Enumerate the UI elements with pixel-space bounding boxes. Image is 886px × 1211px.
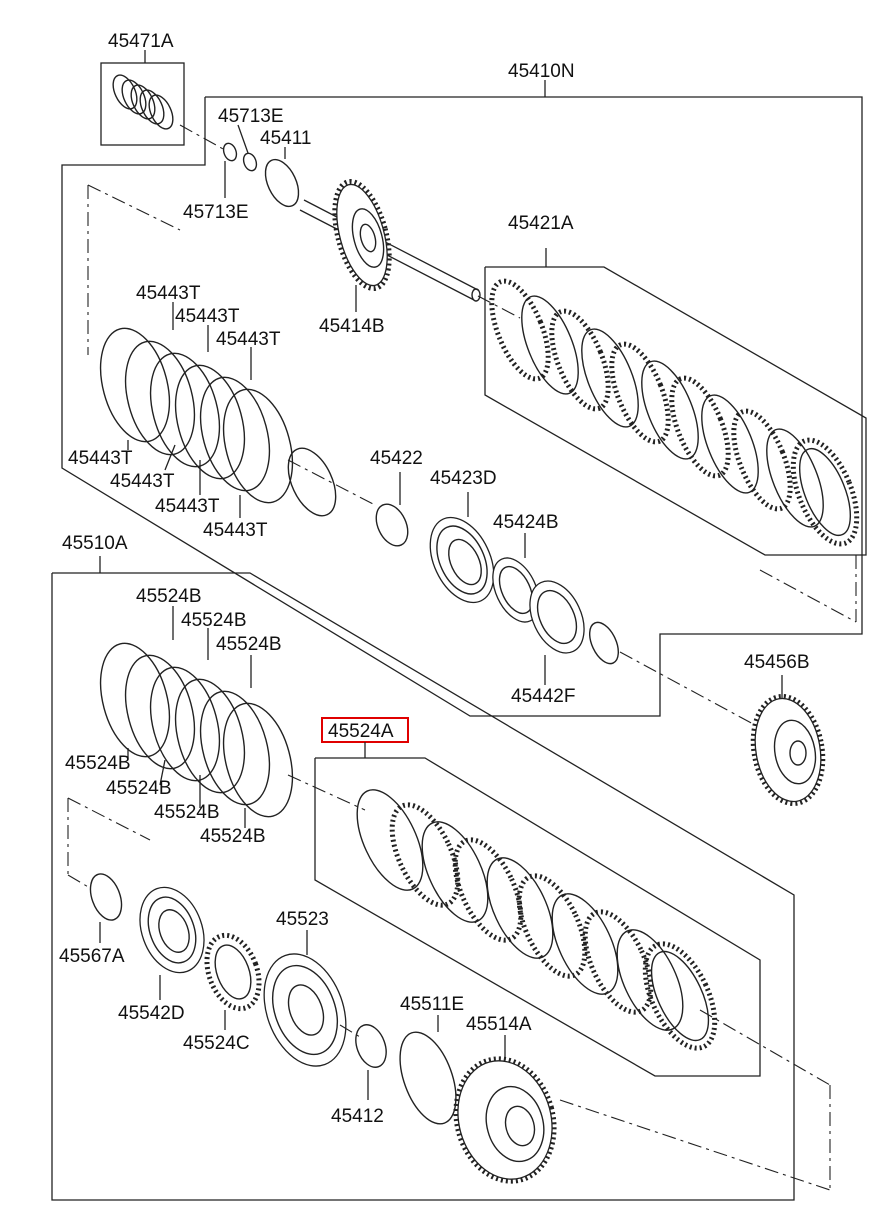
label-45443T-2: 45443T — [175, 306, 240, 327]
label-45524B-2: 45524B — [181, 610, 247, 631]
label-45443T-3: 45443T — [216, 329, 281, 350]
part-45511E-ring — [399, 1015, 457, 1125]
label-45443T-4: 45443T — [68, 448, 133, 469]
part-45424B-plate — [492, 533, 540, 623]
label-45524C: 45524C — [183, 1033, 250, 1054]
label-45524B-3: 45524B — [216, 634, 282, 655]
part-45422-rings — [287, 447, 409, 547]
part-45567A-ring — [89, 873, 123, 943]
label-45471A: 45471A — [108, 31, 174, 52]
label-45567A: 45567A — [59, 946, 125, 967]
part-45414B-shaft — [299, 179, 481, 312]
label-45510A: 45510A — [62, 533, 128, 554]
part-45713E-rings — [222, 124, 258, 198]
part-45412-ring — [355, 1024, 387, 1100]
part-45456B-drum — [750, 675, 826, 807]
label-45523: 45523 — [276, 909, 329, 930]
label-45524B-1: 45524B — [136, 586, 202, 607]
label-45443T-6: 45443T — [155, 496, 220, 517]
label-45424B: 45424B — [493, 512, 559, 533]
label-45524B-5: 45524B — [106, 778, 172, 799]
label-45412: 45412 — [331, 1106, 384, 1127]
label-45442F: 45442F — [511, 686, 575, 707]
part-45524C-spring-retainer — [204, 932, 262, 1030]
label-45443T-1: 45443T — [136, 283, 201, 304]
assembly-outline-45510A — [51, 556, 795, 1201]
label-45456B: 45456B — [744, 652, 810, 673]
label-45713E-top: 45713E — [218, 106, 284, 127]
label-45414B: 45414B — [319, 316, 385, 337]
label-45511E: 45511E — [400, 994, 464, 1015]
label-45524B-4: 45524B — [65, 753, 131, 774]
label-45423D: 45423D — [430, 468, 497, 489]
label-45443T-5: 45443T — [110, 471, 175, 492]
assembly-outline-45410N — [61, 80, 863, 717]
clutch-plates-45524A — [356, 789, 718, 1051]
part-45542D-piston — [139, 886, 205, 1000]
part-45524B-springs — [99, 606, 294, 828]
label-45443T-7: 45443T — [203, 520, 268, 541]
label-45524B-7: 45524B — [200, 826, 266, 847]
label-45524B-6: 45524B — [154, 802, 220, 823]
label-45713E-bottom: 45713E — [183, 202, 249, 223]
part-45524A-clutch-pack — [314, 717, 761, 1077]
part-45411-ring — [264, 147, 300, 208]
label-45421A: 45421A — [508, 213, 574, 234]
label-45410N: 45410N — [508, 61, 575, 82]
part-45443T-springs — [99, 302, 294, 518]
label-45524A: 45524A — [328, 721, 394, 742]
part-45423D-piston — [429, 492, 495, 604]
part-45421A-clutch-pack — [484, 248, 867, 556]
part-45442F-seal — [529, 580, 620, 685]
part-45514A-drum — [453, 1035, 557, 1184]
part-labels: 45471A 45410N 45713E 45411 45713E 45421A… — [59, 31, 810, 1127]
clutch-plates-45421A — [489, 278, 860, 547]
part-45523-piston — [263, 930, 347, 1067]
label-45422: 45422 — [370, 448, 423, 469]
label-45411: 45411 — [260, 128, 311, 149]
label-45542D: 45542D — [118, 1003, 185, 1024]
part-45471A-spring — [100, 50, 185, 146]
label-45514A: 45514A — [466, 1014, 532, 1035]
